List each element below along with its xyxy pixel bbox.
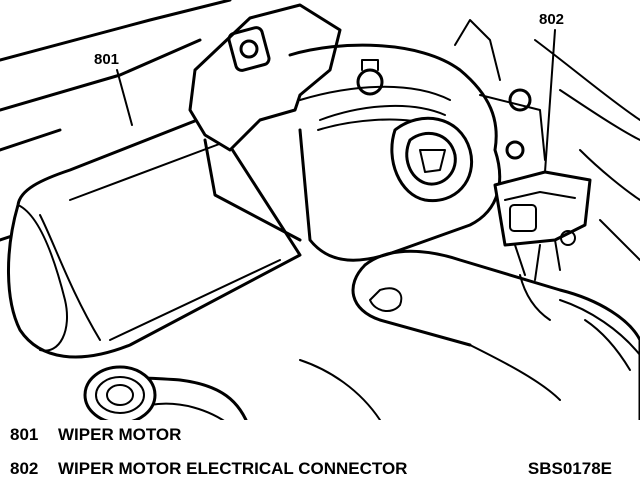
- leader-line-802: [544, 29, 556, 173]
- coiled-hose: [83, 365, 157, 425]
- gearbox-housing: [188, 3, 546, 262]
- legend-row-802: 802 WIPER MOTOR ELECTRICAL CONNECTOR: [10, 458, 407, 480]
- callout-801: 801: [92, 51, 122, 68]
- wiper-motor-body: [7, 113, 302, 359]
- legend-text: WIPER MOTOR ELECTRICAL CONNECTOR: [58, 459, 408, 478]
- legend-row-801: 801 WIPER MOTOR: [10, 424, 181, 446]
- legend-text: WIPER MOTOR: [58, 425, 182, 444]
- electrical-connector: [493, 170, 592, 321]
- gearbox-socket: [390, 116, 473, 203]
- callout-802: 802: [537, 11, 567, 28]
- figure-code: SBS0178E: [527, 459, 612, 478]
- leader-line-801: [116, 69, 133, 126]
- cowl-panel: [0, 0, 640, 261]
- legend-number: 802: [10, 459, 39, 478]
- legend-number: 801: [10, 425, 39, 444]
- legend: 801 WIPER MOTOR 802 WIPER MOTOR ELECTRICAL…: [0, 420, 640, 488]
